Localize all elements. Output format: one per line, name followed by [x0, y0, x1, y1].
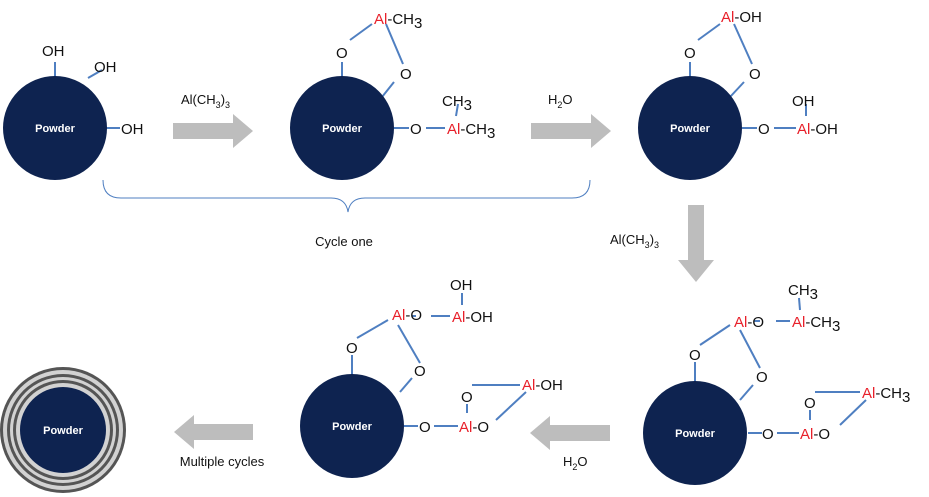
reaction-arrow-right	[531, 114, 611, 148]
oh-group: OH	[94, 59, 117, 76]
reagent-water-label: H2O	[563, 454, 588, 472]
oxygen-atom: O	[400, 66, 412, 83]
al-ch3-group: Al-CH3	[792, 314, 840, 335]
multiple-cycles-label: Multiple cycles	[180, 454, 265, 469]
al-oh-group: Al-OH	[522, 377, 563, 394]
methyl-group: CH3	[442, 93, 472, 114]
powder-label-1: Powder	[35, 123, 75, 135]
reagent-tma-label: Al(CH3)3	[181, 92, 230, 110]
al-oh-group: Al-OH	[797, 121, 838, 138]
oxygen-atom: O	[684, 45, 696, 62]
cycle-one-label: Cycle one	[315, 234, 373, 249]
methyl-group: CH3	[788, 282, 818, 303]
powder-label-3: Powder	[670, 123, 710, 135]
powder-label-6: Powder	[43, 425, 83, 437]
powder-particle-4	[643, 381, 747, 485]
oh-group: OH	[450, 277, 473, 294]
oxygen-atom: O	[336, 45, 348, 62]
reagent-tma-label: Al(CH3)3	[610, 232, 659, 250]
step-water-2: H2O	[530, 416, 610, 472]
oh-group: OH	[792, 93, 815, 110]
oxygen-atom: O	[461, 389, 473, 406]
reagent-water-label: H2O	[548, 92, 573, 110]
oxygen-atom: O	[758, 121, 770, 138]
al-oh-group: Al-OH	[721, 9, 762, 26]
powder-particle-6	[20, 387, 106, 473]
powder-particle-1	[3, 76, 107, 180]
al-ch3-group: Al-CH3	[374, 11, 422, 32]
al-oh-group: Al-OH	[452, 309, 493, 326]
oxygen-atom: O	[410, 121, 422, 138]
oh-group: OH	[121, 121, 144, 138]
reaction-arrow-right	[173, 114, 253, 148]
oxygen-atom: O	[756, 369, 768, 386]
powder-label-4: Powder	[675, 428, 715, 440]
oxygen-atom: O	[414, 363, 426, 380]
al-o-group: Al-O	[734, 314, 764, 331]
oxygen-atom: O	[419, 419, 431, 436]
oxygen-atom: O	[762, 426, 774, 443]
panel-after-tma: Powder O O Al-CH3 O Al-CH3 CH3	[290, 11, 495, 180]
oxygen-atom: O	[689, 347, 701, 364]
panel-second-water: Powder O O Al-O Al-OH OH O Al-O O Al-OH	[300, 277, 563, 478]
al-ch3-group: Al-CH3	[862, 385, 910, 406]
panel-coated-powder: Powder	[0, 367, 126, 493]
step-tma-2: Al(CH3)3	[610, 205, 714, 282]
step-multiple-cycles: Multiple cycles	[174, 415, 265, 469]
step-water-1: H2O	[531, 92, 611, 148]
al-ch3-group: Al-CH3	[447, 121, 495, 142]
powder-label-5: Powder	[332, 421, 372, 433]
step-tma-1: Al(CH3)3	[173, 92, 253, 148]
reaction-arrow-left	[174, 415, 253, 449]
powder-particle-2	[290, 76, 394, 180]
oxygen-atom: O	[346, 340, 358, 357]
al-o-group: Al-O	[459, 419, 489, 436]
oxygen-atom: O	[749, 66, 761, 83]
al-o-group: Al-O	[800, 426, 830, 443]
panel-after-water: Powder O O Al-OH O Al-OH OH	[638, 9, 838, 180]
al-o-group: Al-O	[392, 307, 422, 324]
powder-particle-3	[638, 76, 742, 180]
reaction-arrow-down	[678, 205, 714, 282]
cycle-one-bracket: Cycle one	[102, 179, 591, 249]
powder-label-2: Powder	[322, 123, 362, 135]
oxygen-atom: O	[804, 395, 816, 412]
panel-initial-powder: Powder OH OH OH	[3, 43, 144, 180]
powder-particle-5	[300, 374, 404, 478]
panel-second-tma: Powder O O Al-O Al-CH3 CH3 O Al-O O Al-C…	[643, 282, 910, 485]
reaction-arrow-left	[530, 416, 610, 450]
oh-group: OH	[42, 43, 65, 60]
